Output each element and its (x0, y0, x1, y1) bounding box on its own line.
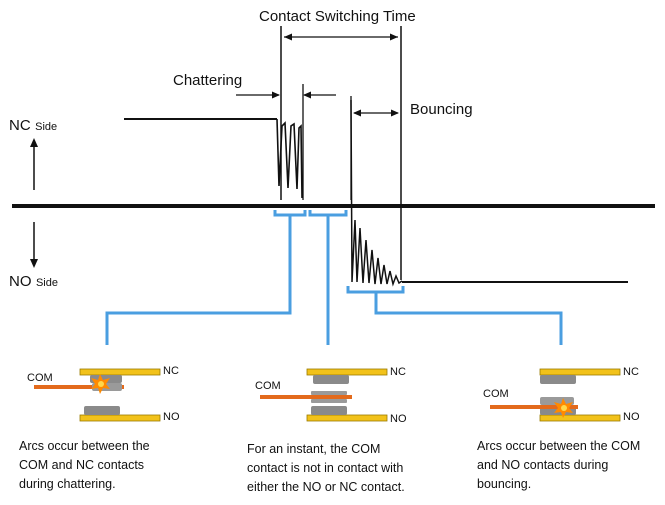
switch-time-arrow-right-head (390, 33, 398, 41)
connector-panel-1 (105, 215, 292, 345)
panel-1-contacts (34, 368, 161, 422)
bouncing-bracket (346, 286, 405, 294)
panel-1-com-label: COM (27, 372, 53, 384)
panel-3-com-label: COM (483, 388, 509, 400)
nc-side-label: NC Side (9, 117, 57, 135)
caption-line: contact is not in contact with (247, 461, 404, 475)
panel-2-com-label: COM (255, 380, 281, 392)
caption-line: and NO contacts during (477, 458, 609, 472)
panel-3-nc-label: NC (623, 366, 639, 378)
panel-3-no-label: NO (623, 411, 640, 423)
caption-line: Arcs occur between the (19, 439, 150, 453)
chattering-label: Chattering (173, 72, 243, 89)
no-side-main: NO (9, 273, 32, 290)
caption-line: Arcs occur between the COM (477, 439, 641, 453)
panel-2-contacts (260, 368, 388, 422)
no-side-label: NO Side (9, 273, 58, 291)
panel-2-nc-label: NC (390, 366, 406, 378)
caption-line: bouncing. (477, 477, 532, 491)
bouncing-waveform (350, 99, 403, 287)
switch-time-arrow-left-head (284, 33, 292, 41)
caption-line: during chattering. (19, 477, 116, 491)
chattering-arrow-left-head (272, 91, 280, 99)
bouncing-arrow-left-head (353, 109, 361, 117)
caption-line: either the NO or NC contact. (247, 480, 405, 494)
chattering-arrow-right-head (303, 91, 311, 99)
nc-side-main: NC (9, 117, 31, 134)
panel-3-contacts (490, 368, 621, 422)
panel-2-no-label: NO (390, 413, 407, 425)
panel-1-nc-label: NC (163, 365, 179, 377)
contact-switching-time-label: Contact Switching Time (259, 8, 416, 25)
nc-side-sub: Side (35, 121, 58, 133)
chattering-bracket (273, 210, 307, 217)
caption-line: For an instant, the COM (247, 442, 381, 456)
transition-bracket (308, 210, 348, 217)
no-arrow-head (30, 259, 38, 268)
bouncing-label: Bouncing (410, 101, 473, 118)
bouncing-arrow-right-head (391, 109, 399, 117)
no-side-sub: Side (35, 277, 58, 289)
panel-1-no-label: NO (163, 411, 180, 423)
panel-1-caption: Arcs occur between the COM and NC contac… (19, 437, 150, 494)
caption-line: COM and NC contacts (19, 458, 145, 472)
connector-panel-3 (374, 292, 563, 345)
panel-2-caption: For an instant, the COM contact is not i… (247, 440, 405, 497)
panel-3-caption: Arcs occur between the COM and NO contac… (477, 437, 640, 494)
nc-arrow-head (30, 138, 38, 147)
